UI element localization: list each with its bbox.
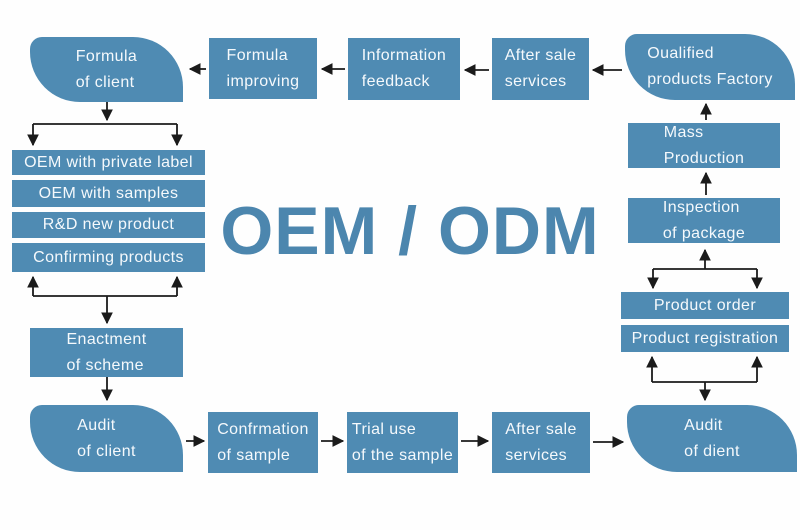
diagram-title: OEM / ODM bbox=[220, 193, 600, 269]
node-information-feedback: Information feedback bbox=[348, 38, 460, 100]
node-inspection-of-package: Inspection of package bbox=[628, 198, 780, 243]
node-formula-of-client: Formula of client bbox=[30, 37, 183, 102]
label-line: products Factory bbox=[647, 71, 773, 88]
node-audit-of-client: Audit of client bbox=[30, 405, 183, 472]
node-oem-with-private-label: OEM with private label bbox=[12, 150, 205, 175]
label-line: of scheme bbox=[66, 356, 144, 374]
label-line: of the sample bbox=[351, 446, 454, 464]
label-line: Oualified bbox=[647, 45, 714, 62]
node-after-sale-services-bottom: After sale services bbox=[492, 412, 590, 473]
label-line: Audit bbox=[684, 416, 723, 434]
label-line: of dient bbox=[684, 442, 740, 460]
label-line: Product registration bbox=[631, 329, 779, 347]
label-line: Product order bbox=[653, 296, 757, 314]
label-line: improving bbox=[226, 72, 300, 90]
label-line: Information bbox=[361, 47, 447, 64]
label-line: Confirming products bbox=[33, 248, 184, 266]
label-line: feedback bbox=[361, 73, 430, 90]
node-formula-improving: Formula improving bbox=[209, 38, 317, 99]
label-line: services bbox=[504, 73, 567, 90]
label-line: R&D new product bbox=[42, 216, 175, 233]
node-trial-use-of-the-sample: Trial use of the sample bbox=[347, 412, 458, 473]
label-line: of sample bbox=[217, 446, 291, 464]
node-confirming-products: Confirming products bbox=[12, 243, 205, 272]
label-line: of client bbox=[77, 442, 136, 460]
label-line: of client bbox=[75, 73, 135, 91]
label-line: Formula bbox=[226, 46, 288, 64]
label-line: Mass bbox=[663, 123, 704, 141]
node-audit-of-dient: Audit of dient bbox=[627, 405, 797, 472]
node-after-sale-services-top: After sale services bbox=[492, 38, 589, 100]
node-mass-production: Mass Production bbox=[628, 123, 780, 168]
label-line: Production bbox=[663, 149, 745, 167]
label-line: Confrmation bbox=[217, 420, 309, 438]
label-line: Formula bbox=[75, 47, 138, 65]
label-line: Enactment bbox=[66, 330, 147, 348]
node-oem-with-samples: OEM with samples bbox=[12, 180, 205, 207]
label-line: After sale bbox=[504, 47, 577, 64]
label-line: of package bbox=[662, 224, 746, 242]
label-line: services bbox=[505, 446, 568, 464]
label-line: OEM with samples bbox=[38, 184, 179, 202]
label-line: Inspection bbox=[662, 198, 740, 216]
label-line: Trial use bbox=[351, 420, 417, 438]
node-product-registration: Product registration bbox=[621, 325, 789, 352]
node-product-order: Product order bbox=[621, 292, 789, 319]
node-qualified-products-factory: Oualified products Factory bbox=[625, 34, 795, 100]
label-line: After sale bbox=[505, 420, 577, 438]
node-enactment-of-scheme: Enactment of scheme bbox=[30, 328, 183, 377]
label-line: Audit bbox=[77, 416, 116, 434]
label-line: OEM with private label bbox=[24, 153, 193, 171]
node-confrmation-of-sample: Confrmation of sample bbox=[208, 412, 318, 473]
node-rd-new-product: R&D new product bbox=[12, 212, 205, 238]
